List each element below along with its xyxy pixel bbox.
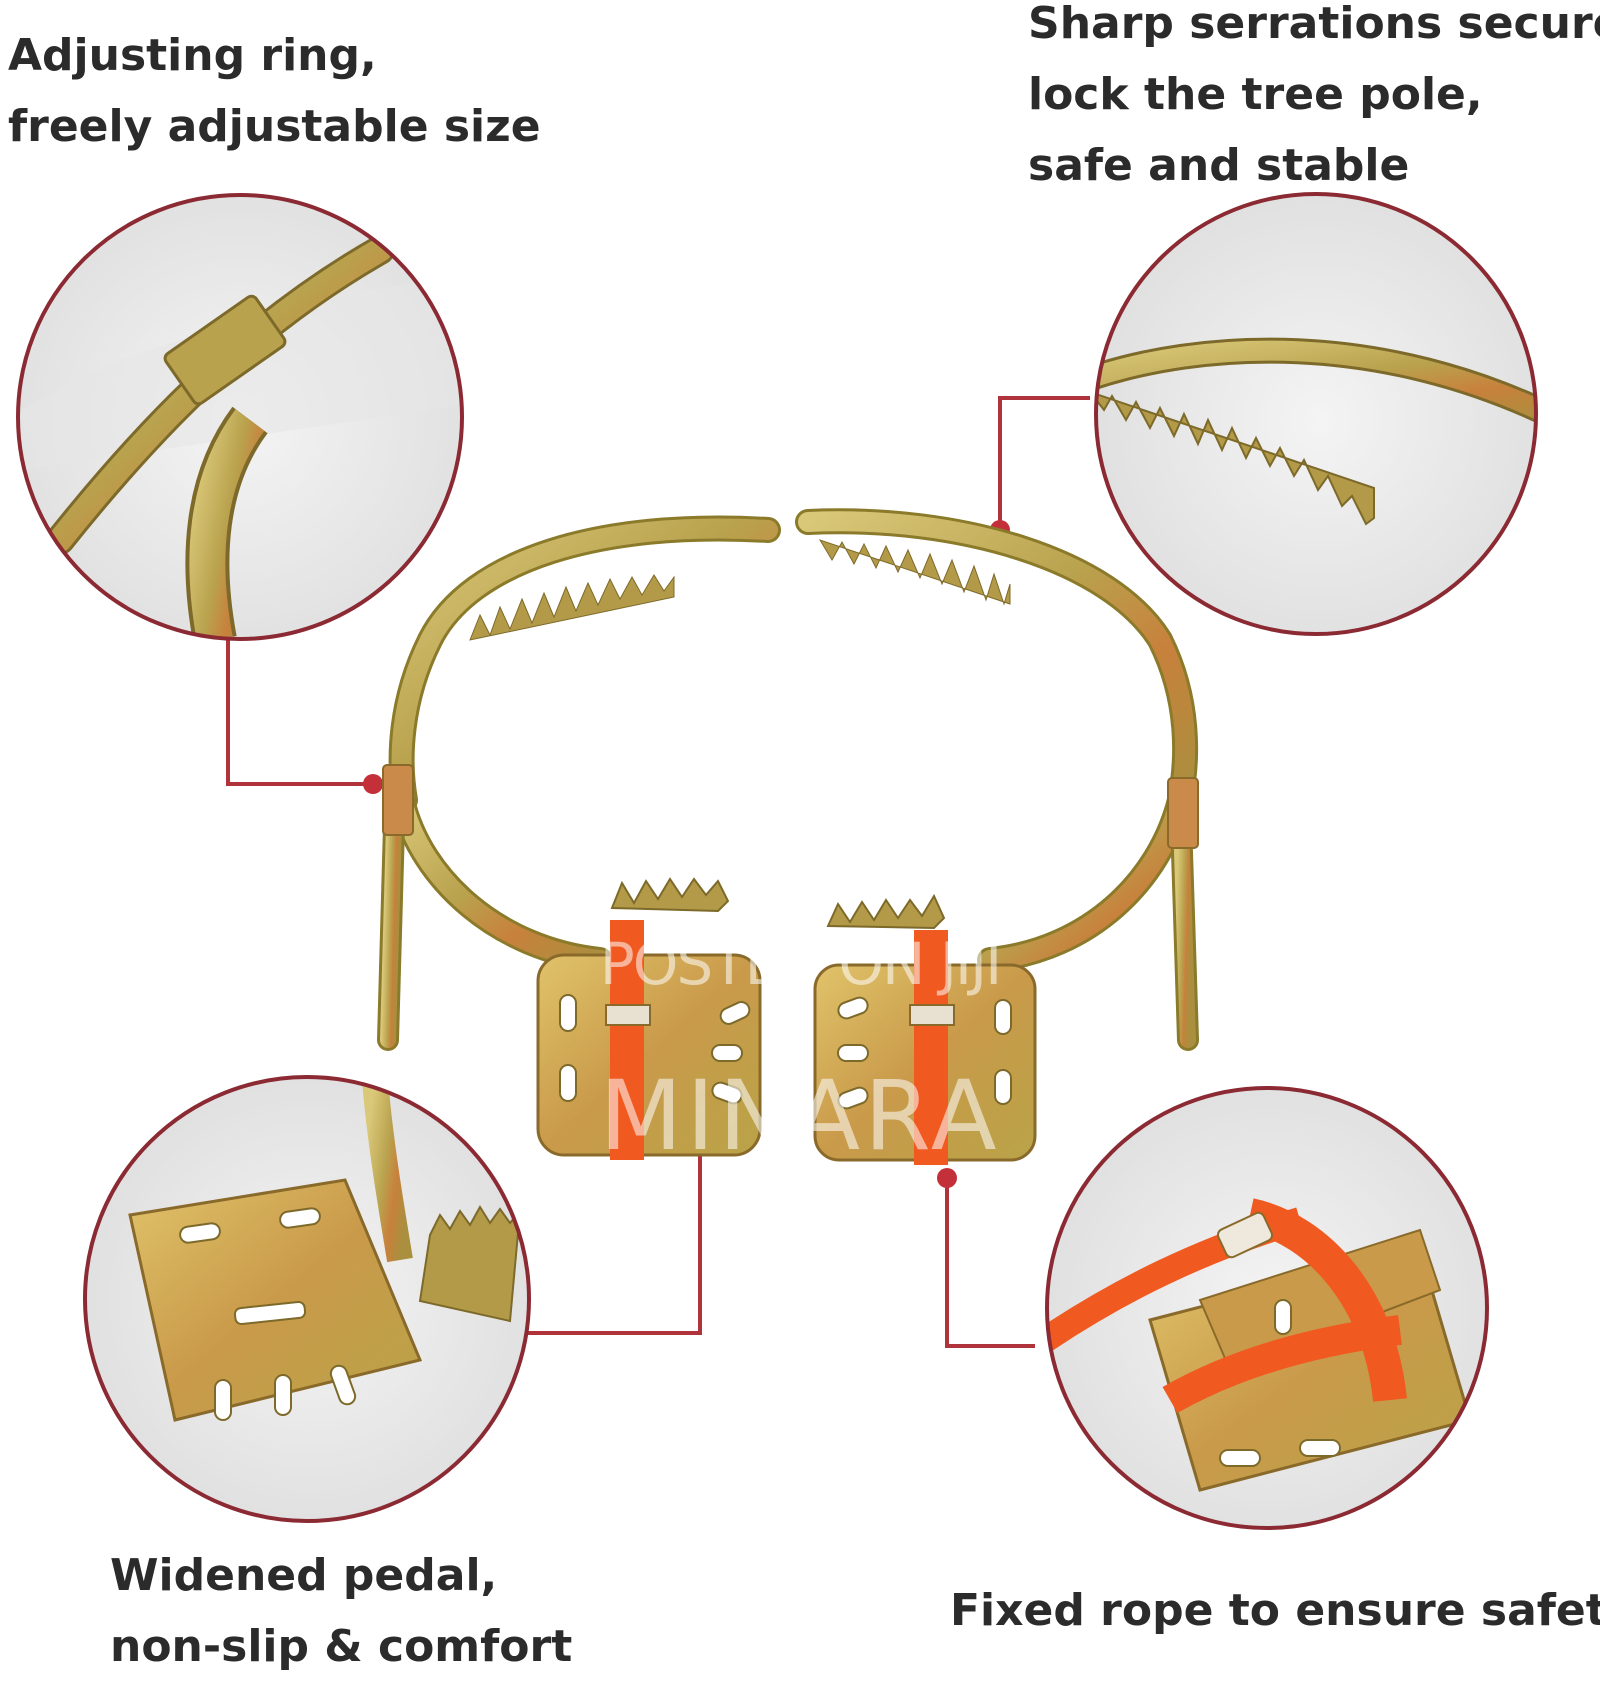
detail-circle-border: [1045, 1086, 1489, 1530]
caption-line: Sharp serrations securely: [1028, 0, 1600, 49]
caption-line: lock the tree pole,: [1028, 69, 1483, 120]
caption-fixed-rope: Fixed rope to ensure safety: [950, 1575, 1600, 1646]
adjusting-sleeve: [1167, 777, 1199, 849]
detail-circle-pedal: [83, 1075, 531, 1523]
climber-frame: [377, 508, 1199, 1051]
callout-lines: [226, 396, 1090, 1348]
caption-sharp-serrations: Sharp serrations securely lock the tree …: [1028, 0, 1600, 201]
callout-line-pedal: [528, 1130, 702, 1335]
caption-line: freely adjustable size: [8, 101, 541, 152]
adjusting-sleeve: [382, 764, 414, 836]
detail-circle-border: [83, 1075, 531, 1523]
caption-line: non-slip & comfort: [110, 1621, 573, 1672]
caption-line: Adjusting ring,: [8, 30, 377, 81]
frame-serrations: [469, 539, 1011, 641]
caption-adjusting-ring: Adjusting ring, freely adjustable size: [8, 20, 541, 162]
caption-line: safe and stable: [1028, 140, 1410, 191]
detail-circle-adjusting-ring: [16, 193, 464, 641]
callout-dot: [363, 774, 383, 794]
right-pedal: [813, 893, 1037, 1165]
callout-line-rope: [945, 1178, 1035, 1348]
detail-circle-border: [16, 193, 464, 641]
detail-circle-border: [1094, 192, 1538, 636]
left-pedal: [536, 877, 762, 1160]
detail-circle-serrations: [1094, 192, 1538, 636]
caption-widened-pedal: Widened pedal, non-slip & comfort: [110, 1540, 572, 1682]
callout-line-serrations: [998, 396, 1090, 530]
caption-line: Fixed rope to ensure safety: [950, 1585, 1600, 1636]
callout-dot: [937, 1168, 957, 1188]
detail-circle-strap: [1045, 1086, 1489, 1530]
caption-line: Widened pedal,: [110, 1550, 498, 1601]
callout-line-adjusting-ring: [226, 638, 373, 786]
